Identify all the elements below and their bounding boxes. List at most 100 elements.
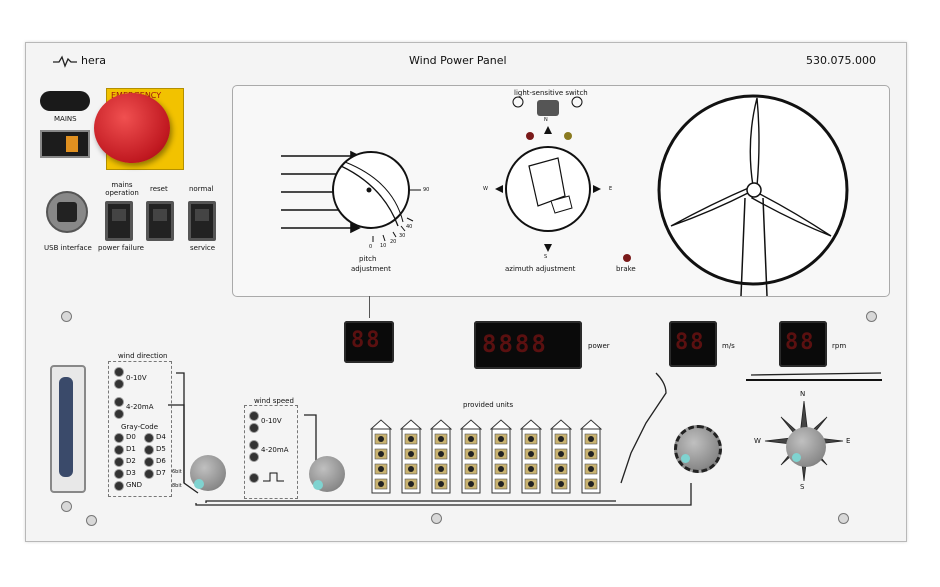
sub-d-connector[interactable]: [50, 365, 86, 493]
pitch-connector-line: [369, 296, 370, 318]
compass-knob[interactable]: [786, 427, 826, 467]
provided-unit-house: [579, 419, 603, 494]
provided-unit-house: [519, 419, 543, 494]
normal-service-switch[interactable]: [188, 201, 216, 241]
pitch-tick-40: 40: [406, 224, 413, 230]
mains-switch[interactable]: [40, 130, 90, 158]
wind-direction-knob[interactable]: [190, 455, 226, 491]
reset-label: reset: [150, 185, 168, 193]
bit-jack-d5[interactable]: [144, 445, 154, 455]
provided-unit-house: [549, 419, 573, 494]
provided-unit-house: [459, 419, 483, 494]
bit6-label: 6bit: [172, 469, 182, 475]
bit-label-d4: D4: [156, 433, 166, 441]
bit8-label: 8bit: [172, 483, 182, 489]
wind-speed-knob[interactable]: [309, 456, 345, 492]
provided-units-houses: [369, 413, 610, 497]
bit-jack-d4[interactable]: [144, 433, 154, 443]
pitch-label-2: adjustment: [351, 265, 391, 273]
gray-code-label: Gray-Code: [121, 423, 159, 431]
mains-socket[interactable]: [40, 91, 90, 111]
gnd-jack[interactable]: [114, 481, 124, 491]
bit-jack-d1[interactable]: [114, 445, 124, 455]
wind-speed-voltage-jack[interactable]: [249, 411, 259, 421]
wind-power-panel: hera Wind Power Panel 530.075.000 MAINS …: [25, 42, 907, 542]
compass-w-label: W: [754, 437, 761, 445]
wind-speed-title: wind speed: [254, 397, 294, 405]
generator-knob[interactable]: [674, 425, 722, 473]
azimuth-s-label: S: [544, 254, 548, 260]
bit-jack-d3[interactable]: [114, 469, 124, 479]
power-label: power: [588, 342, 610, 350]
screw: [866, 311, 877, 322]
bit-jack-d2[interactable]: [114, 457, 124, 467]
pitch-display: 88: [344, 321, 394, 363]
compass-n-label: N: [800, 390, 806, 398]
pitch-tick-10: 10: [380, 243, 387, 249]
bit-jack-d6[interactable]: [144, 457, 154, 467]
pitch-tick-90: 90: [423, 187, 430, 193]
wind-speed-voltage-label: 0-10V: [261, 417, 282, 425]
wind-speed-unit: m/s: [722, 342, 735, 350]
screw: [431, 513, 442, 524]
power-display: 8888: [474, 321, 582, 369]
bit-label-d3: D3: [126, 469, 136, 477]
azimuth-e-label: E: [609, 186, 613, 192]
compass-s-label: S: [800, 483, 805, 491]
normal-label: normal: [189, 185, 214, 193]
wind-speed-voltage-jack[interactable]: [249, 423, 259, 433]
mains-operation-switch[interactable]: [105, 201, 133, 241]
bit-label-d2: D2: [126, 457, 136, 465]
gnd-label: GND: [126, 481, 143, 489]
wind-speed-pulse-jack[interactable]: [249, 473, 259, 483]
wind-direction-voltage-label: 0-10V: [126, 374, 147, 382]
wind-direction-voltage-jack[interactable]: [114, 379, 124, 389]
wind-direction-current-jack[interactable]: [114, 397, 124, 407]
screw: [86, 515, 97, 526]
azimuth-adjustment-label: azimuth adjustment: [505, 265, 576, 273]
pulse-icon: [263, 472, 284, 482]
mains-label: MAINS: [54, 115, 77, 123]
rpm-unit: rpm: [832, 342, 847, 350]
light-sensitive-switch-label: light-sensitive switch: [514, 89, 588, 97]
rpm-display: 88: [779, 321, 827, 367]
pitch-tick-20: 20: [390, 239, 397, 245]
wind-speed-display-value: 88: [675, 330, 706, 355]
power-failure-label: power failure: [98, 244, 144, 252]
wind-direction-current-label: 4-20mA: [126, 403, 154, 411]
azimuth-w-label: W: [483, 186, 488, 192]
bit-label-d0: D0: [126, 433, 136, 441]
pitch-tick-30: 30: [399, 233, 406, 239]
turbine-diagram-plate: light-sensitive switch N W E S 0 10 20 3…: [232, 85, 890, 297]
bit-label-d7: D7: [156, 469, 166, 477]
service-label: service: [190, 244, 216, 252]
wind-direction-current-jack[interactable]: [114, 409, 124, 419]
bit-label-d6: D6: [156, 457, 166, 465]
wind-direction-voltage-jack[interactable]: [114, 367, 124, 377]
brand-name: hera: [81, 54, 107, 67]
wiring-lines: [168, 372, 882, 506]
rpm-display-value: 88: [785, 330, 816, 355]
provided-unit-house: [369, 419, 393, 494]
wind-direction-box: [108, 361, 172, 497]
wind-speed-current-jack[interactable]: [249, 440, 259, 450]
wind-speed-display: 88: [669, 321, 717, 367]
screw: [61, 501, 72, 512]
azimuth-n-label: N: [544, 117, 548, 123]
brake-label: brake: [616, 265, 636, 273]
screw: [838, 513, 849, 524]
provided-unit-house: [429, 419, 453, 494]
panel-title: Wind Power Panel: [409, 54, 507, 67]
emergency-stop-button[interactable]: [94, 93, 170, 163]
screw: [61, 311, 72, 322]
compass-e-label: E: [846, 437, 851, 445]
bit-jack-d7[interactable]: [144, 469, 154, 479]
usb-interface-port[interactable]: [46, 191, 88, 233]
reset-switch[interactable]: [146, 201, 174, 241]
wind-speed-current-jack[interactable]: [249, 452, 259, 462]
turbine-diagram: [281, 94, 849, 297]
bit-jack-d0[interactable]: [114, 433, 124, 443]
hera-logo-icon: [53, 55, 77, 68]
wind-direction-title: wind direction: [118, 352, 168, 360]
provided-units-title: provided units: [463, 401, 514, 409]
